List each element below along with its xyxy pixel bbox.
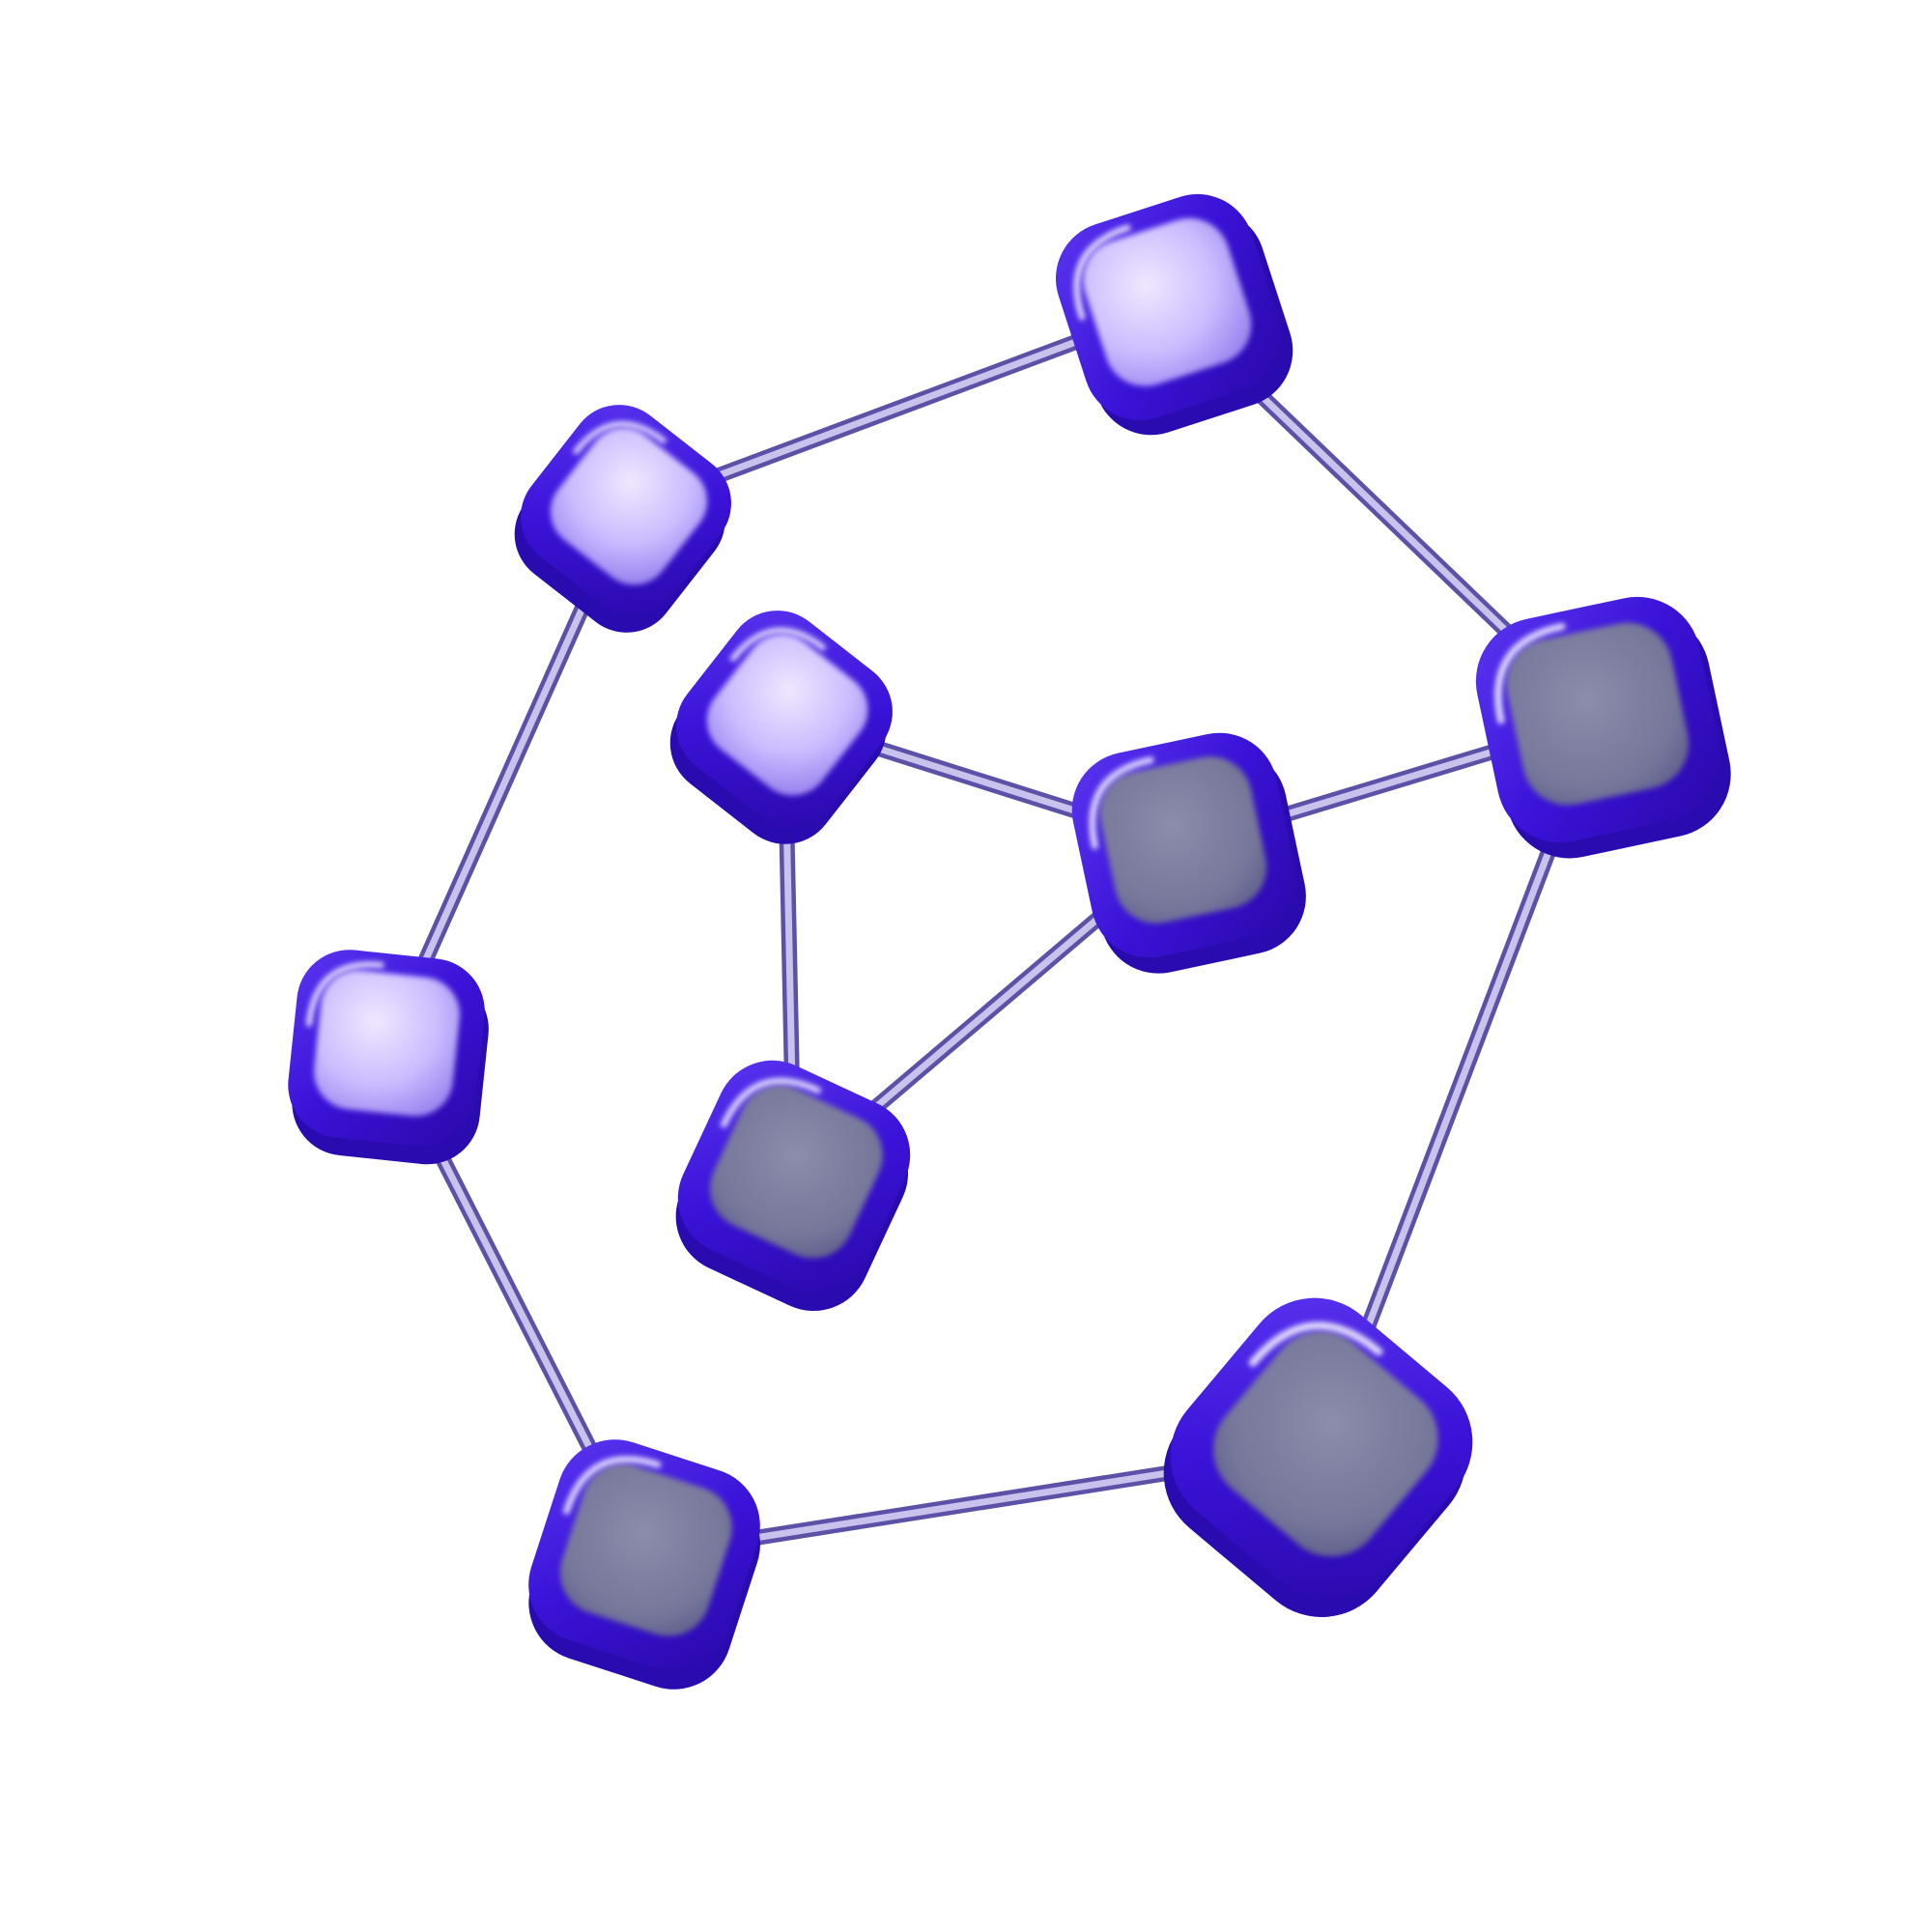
inner-bottom-node [675, 1060, 911, 1312]
center-node [1071, 732, 1306, 974]
bottom-right-node [1163, 1297, 1473, 1617]
nodes-layer [288, 193, 1731, 1690]
inner-top-node [669, 611, 893, 844]
right-node [1475, 596, 1731, 859]
bottom-left-node [528, 1439, 760, 1690]
left-node [288, 950, 489, 1165]
upper-left-node [514, 405, 731, 633]
top-node [1055, 193, 1293, 436]
